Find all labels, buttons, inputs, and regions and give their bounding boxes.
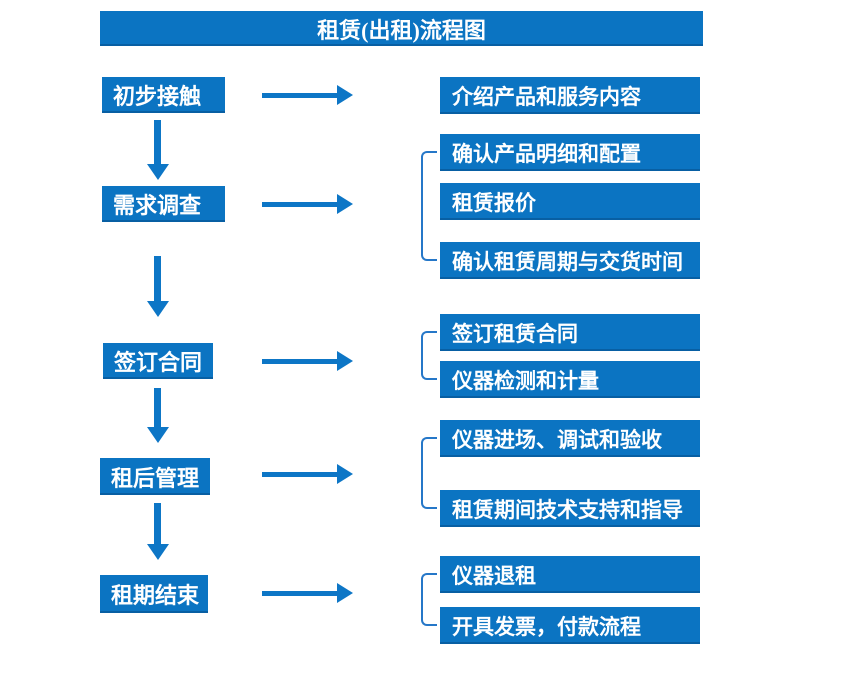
down-arrow-icon <box>147 503 169 560</box>
arrow-head <box>337 351 353 371</box>
detail-label: 租赁期间技术支持和指导 <box>452 497 683 522</box>
step-label: 租后管理 <box>111 465 200 491</box>
down-arrow-icon <box>147 388 169 443</box>
arrow-head <box>147 544 169 560</box>
detail-label: 开具发票，付款流程 <box>452 614 641 639</box>
detail-label: 确认产品明细和配置 <box>452 141 641 166</box>
down-arrow-icon <box>147 120 169 180</box>
step-label: 签订合同 <box>114 350 203 375</box>
detail-box: 确认产品明细和配置 <box>440 134 700 171</box>
right-arrow-icon <box>262 583 353 603</box>
group-bracket <box>421 573 437 626</box>
group-bracket <box>421 331 437 380</box>
detail-box: 租赁报价 <box>440 183 700 220</box>
page-title: 租赁(出租)流程图 <box>317 17 486 43</box>
step-label: 需求调查 <box>113 193 202 218</box>
step-box: 需求调查 <box>102 186 225 222</box>
detail-label: 仪器退租 <box>452 563 536 588</box>
arrow-shaft <box>262 591 338 596</box>
detail-label: 签订租赁合同 <box>452 321 578 346</box>
step-label: 租期结束 <box>111 583 200 608</box>
detail-box: 确认租赁周期与交货时间 <box>440 242 700 279</box>
arrow-shaft <box>262 472 338 477</box>
detail-box: 签订租赁合同 <box>440 314 700 351</box>
arrow-shaft <box>154 503 161 545</box>
detail-label: 租赁报价 <box>452 190 536 215</box>
arrow-head <box>147 301 169 317</box>
detail-box: 开具发票，付款流程 <box>440 607 700 644</box>
step-box: 租期结束 <box>100 575 208 613</box>
right-arrow-icon <box>262 351 353 371</box>
arrow-shaft <box>154 120 161 165</box>
arrow-head <box>147 164 169 180</box>
group-bracket <box>421 151 437 261</box>
step-label: 初步接触 <box>113 84 202 109</box>
right-arrow-icon <box>262 464 353 484</box>
arrow-shaft <box>154 388 161 428</box>
detail-box: 仪器检测和计量 <box>440 361 700 398</box>
arrow-shaft <box>262 93 338 98</box>
detail-label: 介绍产品和服务内容 <box>452 84 641 109</box>
arrow-head <box>147 427 169 443</box>
detail-box: 仪器退租 <box>440 556 700 593</box>
detail-box: 介绍产品和服务内容 <box>440 77 700 114</box>
arrow-shaft <box>154 256 161 302</box>
arrow-head <box>337 85 353 105</box>
down-arrow-icon <box>147 256 169 317</box>
arrow-head <box>337 194 353 214</box>
detail-label: 确认租赁周期与交货时间 <box>452 249 683 274</box>
step-box: 签订合同 <box>103 343 213 379</box>
detail-box: 仪器进场、调试和验收 <box>440 420 700 457</box>
group-bracket <box>421 437 437 509</box>
arrow-head <box>337 464 353 484</box>
right-arrow-icon <box>262 85 353 105</box>
detail-label: 仪器检测和计量 <box>452 368 599 393</box>
step-box: 租后管理 <box>100 458 210 495</box>
arrow-shaft <box>262 359 338 364</box>
detail-box: 租赁期间技术支持和指导 <box>440 490 700 527</box>
step-box: 初步接触 <box>102 77 225 113</box>
title-bar: 租赁(出租)流程图 <box>100 11 703 46</box>
arrow-shaft <box>262 202 338 207</box>
detail-label: 仪器进场、调试和验收 <box>452 427 662 452</box>
arrow-head <box>337 583 353 603</box>
right-arrow-icon <box>262 194 353 214</box>
